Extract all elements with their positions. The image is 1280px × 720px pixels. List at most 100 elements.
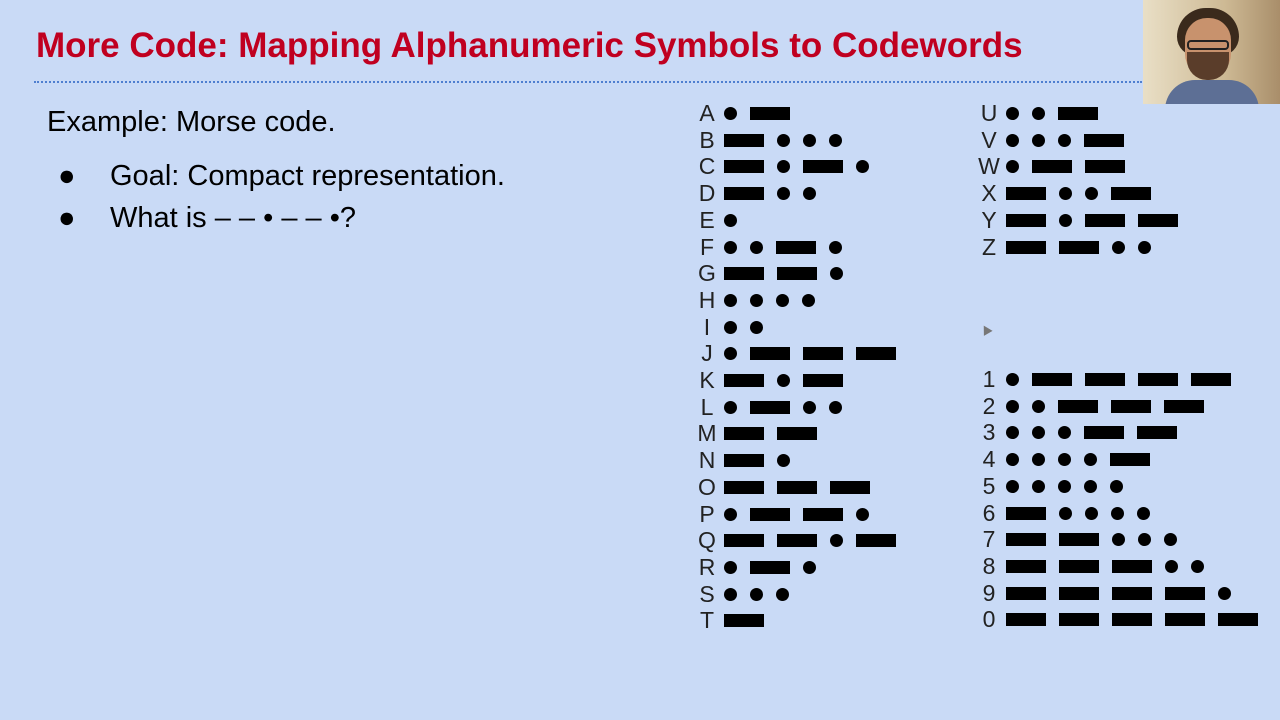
morse-code-symbols	[724, 133, 855, 147]
morse-dash	[724, 614, 764, 628]
morse-dot	[1110, 479, 1123, 493]
morse-row-o: O	[696, 474, 883, 501]
morse-code-symbols	[1006, 399, 1217, 413]
morse-dot	[1006, 373, 1019, 386]
morse-dash	[1191, 373, 1231, 386]
morse-code-symbols	[1006, 479, 1136, 493]
morse-dot	[1032, 399, 1045, 413]
morse-row-n: N	[696, 447, 803, 474]
morse-dot	[803, 187, 816, 201]
morse-dot	[1138, 240, 1151, 254]
morse-char: E	[699, 206, 715, 233]
morse-dash	[1138, 373, 1178, 386]
morse-row-d: D	[696, 180, 829, 207]
bullet-item-question: ●What is – – • – – •?	[58, 202, 356, 235]
morse-char: W	[978, 153, 1000, 180]
morse-dot	[750, 293, 763, 307]
morse-dash	[1085, 373, 1125, 386]
morse-char: I	[703, 313, 711, 340]
morse-char: 7	[982, 526, 996, 553]
morse-dot	[750, 320, 763, 334]
webcam-shirt	[1165, 80, 1259, 104]
morse-code-symbols	[724, 213, 750, 227]
morse-row-u: U	[978, 100, 1111, 127]
example-text: Example: Morse code.	[47, 106, 336, 138]
morse-code-symbols	[1006, 213, 1191, 227]
morse-dash	[1059, 586, 1099, 600]
slide-title: More Code: Mapping Alphanumeric Symbols …	[36, 26, 1023, 65]
morse-dot	[1032, 133, 1045, 147]
morse-char: U	[980, 100, 998, 126]
morse-row-m: M	[696, 420, 830, 447]
morse-dot	[829, 400, 842, 414]
morse-dash	[1006, 187, 1046, 201]
morse-dot	[1006, 426, 1019, 440]
morse-char: Z	[981, 233, 997, 260]
morse-code-symbols	[1006, 506, 1163, 520]
morse-dash	[1110, 453, 1150, 467]
morse-dot	[1032, 107, 1045, 120]
morse-dash	[1006, 559, 1046, 573]
morse-dash	[803, 160, 843, 174]
morse-dash	[803, 347, 843, 361]
morse-dot	[1084, 453, 1097, 467]
morse-char: C	[698, 153, 716, 180]
morse-dot	[830, 534, 843, 548]
morse-char: 0	[982, 606, 996, 633]
morse-dot	[724, 213, 737, 227]
morse-dot	[1058, 453, 1071, 467]
morse-row-r: R	[696, 554, 829, 581]
morse-dash	[1032, 160, 1072, 174]
morse-dot	[1085, 506, 1098, 520]
morse-code-symbols	[1006, 187, 1164, 201]
morse-row-q: Q	[696, 527, 909, 554]
morse-dot	[1058, 426, 1071, 440]
morse-row-6: 6	[978, 500, 1163, 527]
webcam-glasses	[1187, 40, 1229, 50]
morse-char: 6	[982, 499, 996, 526]
morse-dot	[1085, 187, 1098, 201]
morse-char: 2	[982, 392, 996, 419]
morse-dot	[1006, 160, 1019, 174]
morse-dot	[724, 560, 737, 574]
mouse-pointer-icon	[979, 323, 993, 336]
morse-dot	[776, 293, 789, 307]
morse-dash	[803, 374, 843, 387]
morse-dot	[802, 293, 815, 307]
morse-code-symbols	[724, 534, 909, 548]
morse-dash	[1138, 213, 1178, 227]
morse-dash	[777, 267, 817, 281]
morse-dot	[776, 587, 789, 601]
webcam-overlay	[1143, 0, 1280, 104]
morse-dot	[829, 133, 842, 147]
morse-dot	[1006, 453, 1019, 467]
morse-row-4: 4	[978, 446, 1163, 473]
morse-row-x: X	[978, 180, 1164, 207]
morse-row-p: P	[696, 501, 882, 528]
morse-dash	[1006, 613, 1046, 627]
morse-dash	[724, 160, 764, 174]
morse-code-symbols	[724, 240, 855, 254]
morse-row-j: J	[696, 340, 909, 367]
morse-dash	[724, 187, 764, 201]
morse-code-symbols	[1006, 107, 1111, 120]
morse-code-symbols	[1006, 240, 1164, 254]
morse-code-symbols	[1006, 559, 1217, 573]
morse-row-g: G	[696, 260, 856, 287]
morse-char: 4	[982, 446, 996, 473]
bullet-text: What is – – • – – •?	[110, 202, 356, 234]
morse-char: 1	[982, 366, 996, 392]
morse-dash	[1165, 613, 1205, 627]
morse-dash	[750, 347, 790, 361]
morse-row-k: K	[696, 367, 856, 394]
morse-dash	[1112, 559, 1152, 573]
morse-char: 8	[982, 552, 996, 579]
morse-row-a: A	[696, 100, 803, 127]
morse-code-symbols	[724, 560, 829, 574]
morse-dot	[830, 267, 843, 281]
morse-code-symbols	[1006, 533, 1190, 547]
morse-dash	[750, 507, 790, 521]
morse-row-h: H	[696, 287, 828, 314]
morse-row-f: F	[696, 234, 855, 261]
morse-dot	[724, 240, 737, 254]
